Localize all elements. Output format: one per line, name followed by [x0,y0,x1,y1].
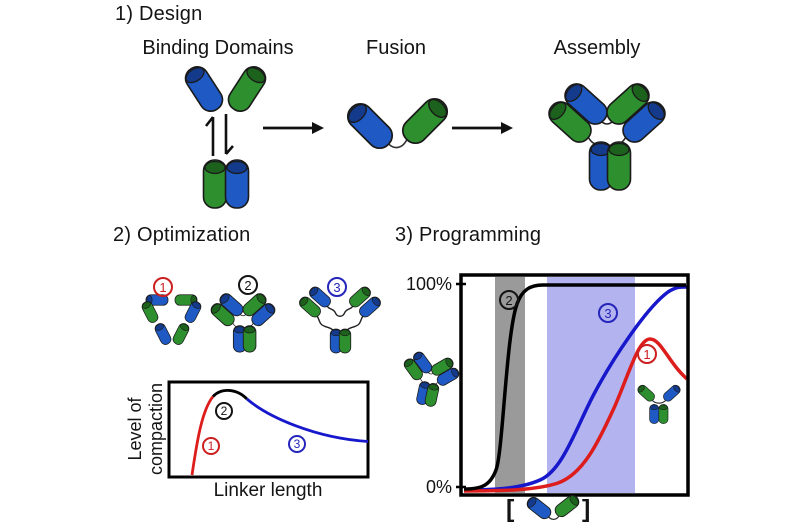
blue-sigmoid-curve [463,285,688,492]
binding-domains-icon [180,61,271,209]
axis-ticks [456,282,466,489]
reaction-arrow-icon [452,122,513,134]
fusion-protein-icon [342,93,453,154]
bracket-close: ] [582,495,591,523]
step-label-binding-domains: Binding Domains [142,37,294,59]
bracket-open: [ [506,495,515,523]
panel3-title: 3) Programming [395,224,542,246]
step-label-assembly: Assembly [553,37,641,59]
variant-1-badge: 1 [153,277,173,297]
curve-marker-2: 2 [215,402,233,420]
linker-icon [314,303,366,332]
triangle-assembly-icon [139,294,204,347]
long-linker-assembly-icon [296,284,384,354]
plot-frame [459,273,690,497]
trimer-assembly-icon [544,79,669,190]
closed-dimer-icon [635,383,683,424]
compaction-x-axis-label: Linker length [213,480,323,501]
green-domain-icon [202,159,228,209]
compaction-y-axis-label: Level of compaction [125,382,166,476]
reaction-arrow-icon [263,122,324,134]
black-sigmoid-curve [463,283,686,491]
curve-marker-1: 1 [637,344,657,364]
red-curve-segment [190,395,215,476]
curve-marker-1: 1 [202,437,220,455]
green-domain-icon [223,61,271,117]
variant-2-badge: 2 [238,275,258,295]
programming-plot [456,273,690,497]
plot-frame [167,380,370,479]
panel1-title: 1) Design [115,3,203,25]
fusion-protein-icon [524,492,582,522]
compaction-plot [167,380,370,479]
black-curve-segment [211,389,248,401]
trimer-assembly-icon [395,347,465,411]
curve-marker-3: 3 [598,303,618,323]
blue-curve-segment [246,397,369,443]
curve-marker-2: 2 [499,290,519,310]
step-label-fusion: Fusion [365,37,427,59]
red-rise-fall-curve [463,337,689,493]
short-linker-assembly-icon [209,291,278,352]
ytick-100: 100% [405,274,452,294]
blue-domain-icon [180,61,228,117]
blue-domain-icon [224,159,250,209]
curve-marker-3: 3 [288,435,306,453]
ytick-0: 0% [425,477,452,497]
equilibrium-arrows-icon [204,114,234,156]
panel2-title: 2) Optimization [113,224,251,246]
variant-3-badge: 3 [327,277,347,297]
